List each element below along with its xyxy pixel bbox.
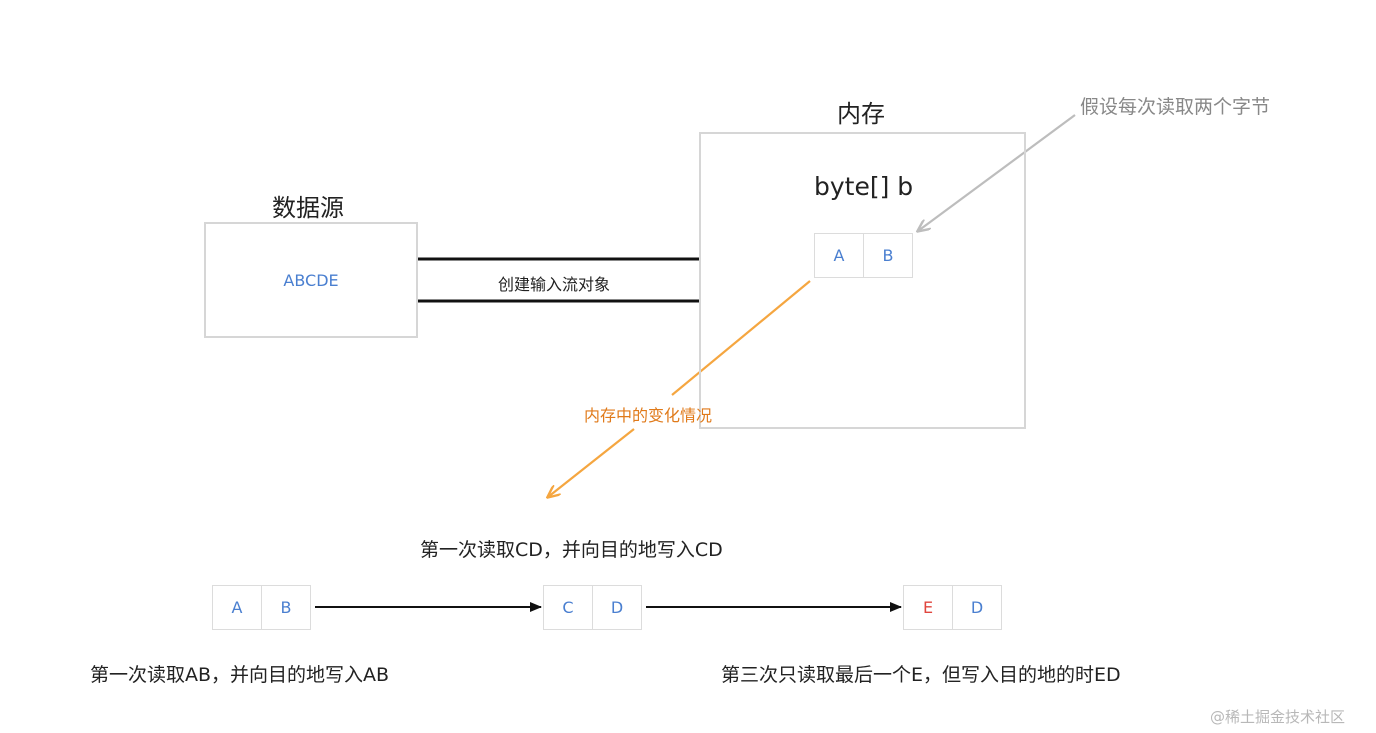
step3-cell-d: D xyxy=(952,585,1002,630)
step1-caption: 第一次读取AB，并向目的地写入AB xyxy=(90,664,390,686)
watermark: @稀土掘金技术社区 xyxy=(1210,708,1346,726)
step3-caption: 第三次只读取最后一个E，但写入目的地的时ED xyxy=(721,664,1121,686)
step1-cell-b: B xyxy=(261,585,311,630)
change-arrow-lower xyxy=(548,428,635,497)
change-arrow-upper xyxy=(671,280,811,396)
memory-title: 内存 xyxy=(837,100,885,128)
source-box xyxy=(204,222,418,338)
read-size-note: 假设每次读取两个字节 xyxy=(1080,96,1271,118)
memory-cell-a: A xyxy=(814,233,864,278)
source-title: 数据源 xyxy=(272,194,344,222)
step2-cell-c: C xyxy=(543,585,593,630)
memory-box xyxy=(699,132,1026,429)
stream-label: 创建输入流对象 xyxy=(498,275,611,294)
buffer-label: byte[] b xyxy=(814,172,914,201)
source-content: ABCDE xyxy=(283,270,339,290)
change-label: 内存中的变化情况 xyxy=(584,406,713,425)
step2-cell-d: D xyxy=(592,585,642,630)
step1-cell-a: A xyxy=(212,585,262,630)
step2-caption: 第一次读取CD，并向目的地写入CD xyxy=(420,539,723,561)
memory-cell-b: B xyxy=(863,233,913,278)
step3-cell-e: E xyxy=(903,585,953,630)
note-arrow xyxy=(918,114,1076,231)
